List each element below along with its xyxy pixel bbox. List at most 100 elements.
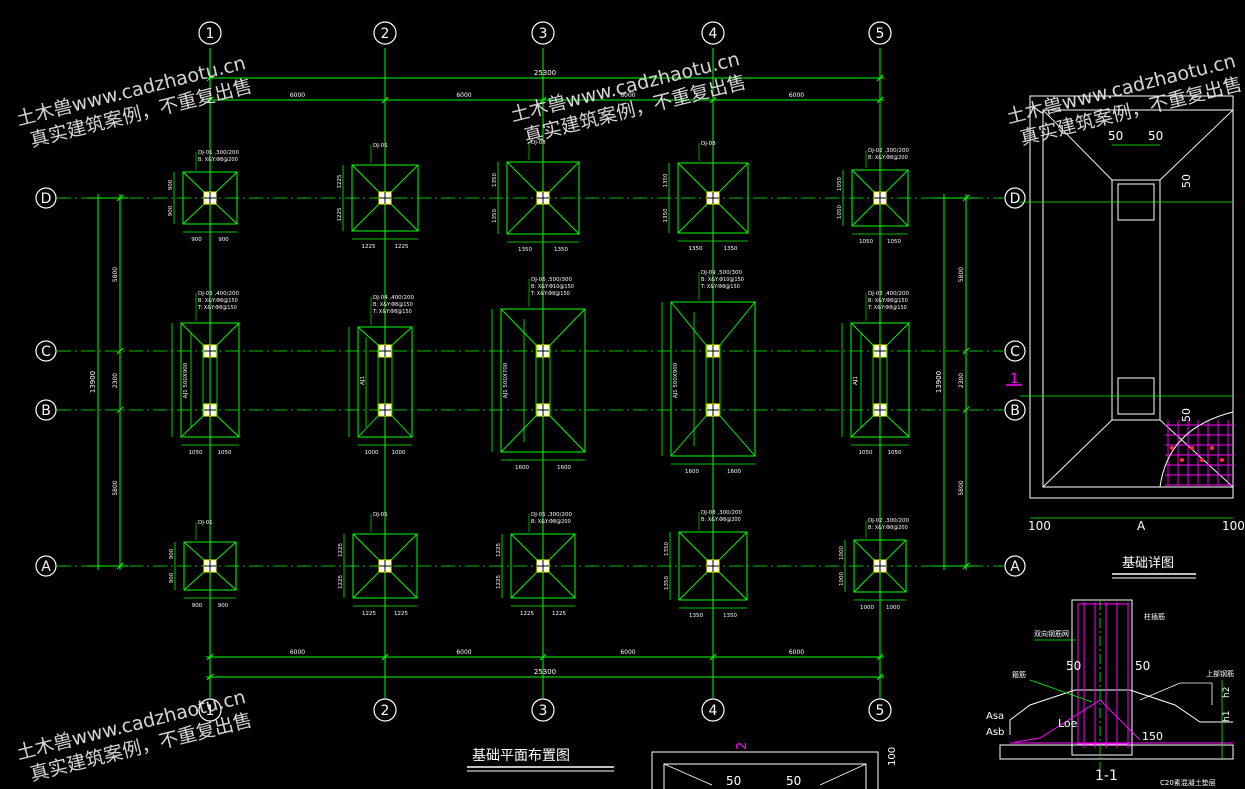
footing-side-label: AJ1 500X900 [183, 362, 189, 398]
footing-slope [885, 203, 909, 227]
footing-side-label: AJ1 500X900 [673, 362, 679, 398]
section-note: h1 [1222, 711, 1232, 722]
dim-text: 6000 [290, 92, 305, 99]
dim-text: 1050 [859, 239, 873, 245]
footing-slope [885, 571, 907, 593]
dim-text: 1225 [496, 575, 502, 589]
footing-slope [351, 164, 380, 193]
footing-slope [357, 326, 379, 346]
section-note: h2 [1222, 687, 1232, 698]
section-note: 柱插筋 [1144, 612, 1165, 621]
footing-slope [719, 301, 756, 346]
dim-text: 5800 [112, 267, 119, 282]
dim-text: 1225 [394, 611, 408, 617]
footing-tag: DJ-08 [701, 141, 716, 147]
footing-slope [390, 164, 419, 193]
footing-outline [352, 533, 418, 599]
dim-text: 1350 [664, 576, 670, 590]
axis-bubble [1004, 187, 1026, 209]
axis-bubble [701, 698, 725, 722]
footing-tag: DJ-08 ,300/200 [701, 510, 742, 516]
dim-tick [206, 96, 214, 104]
section-note: 上部钢筋 [1206, 669, 1234, 678]
dim-text: 1350 [724, 246, 738, 252]
footing-slope [500, 415, 537, 453]
dim-text: 1225 [338, 575, 344, 589]
section-note: Asa [986, 711, 1004, 722]
detail-inner [1042, 109, 1234, 488]
dim-tick [381, 96, 389, 104]
footing-tag: T: X&Y:Φ8@150 [530, 291, 570, 297]
detail-dim: 50 [1108, 129, 1123, 143]
footing-slope [180, 322, 204, 346]
dim-text: 1225 [395, 244, 409, 250]
footing-slope [352, 533, 380, 561]
detail-slope [1042, 109, 1113, 181]
rebar-dot [1220, 458, 1224, 462]
footing-tag: DJ-02 ,300/200 [868, 148, 909, 154]
dim-text: 1600 [515, 465, 529, 471]
footing-slope [183, 571, 205, 591]
footing-outline [850, 322, 910, 438]
section-note: 箍筋 [1012, 670, 1026, 679]
axis-bubble [531, 698, 555, 722]
footing-slope [886, 322, 910, 346]
rebar-dot [1190, 446, 1194, 450]
footing-outline [851, 169, 909, 227]
footing-tag: DJ-01 [198, 520, 213, 526]
dim-text: 1350 [664, 542, 670, 556]
dim-tick [876, 653, 884, 661]
dim-text: 1050 [837, 205, 843, 219]
dim-text: 1350 [689, 246, 703, 252]
dim-text: 1000 [392, 450, 406, 456]
detail-outer [1029, 95, 1234, 499]
footing-slope [510, 571, 538, 599]
footing-tag: B: X&Y:Φ8@150 [198, 298, 238, 304]
dim-text: 1225 [362, 244, 376, 250]
dim-tick [206, 653, 214, 661]
dim-text: 2300 [112, 373, 119, 388]
footing-tag: B: X&Y:Φ8@200 [868, 155, 908, 161]
dim-text: 1000 [365, 450, 379, 456]
rebar-dot [1210, 446, 1214, 450]
detail-cut-arc [1159, 411, 1234, 488]
footing-outline [670, 301, 756, 457]
footing-slope [549, 308, 586, 346]
axis-label: B [1010, 403, 1020, 419]
footing-slope [352, 571, 380, 599]
footing-outline [357, 326, 413, 438]
detail-slope [1159, 109, 1234, 181]
footing-side-label: AJ1 500X700 [503, 362, 509, 398]
footing-tag: DJ-05 ,300/200 [531, 512, 572, 518]
detail-dim: 100 [1222, 519, 1245, 533]
dim-text: 5800 [958, 267, 965, 282]
axis-bubble [198, 21, 222, 45]
dim-tick [539, 653, 547, 661]
footing-slope [183, 541, 205, 561]
axis-label: 5 [876, 26, 885, 42]
footing-tag: DJ-03 ,400/200 [868, 291, 909, 297]
dim-text: 6000 [789, 92, 804, 99]
detail-pier [1111, 179, 1161, 421]
footing-slope [215, 541, 237, 561]
footing-side-label: AJ1 [360, 376, 366, 385]
dim-text: 1350 [723, 613, 737, 619]
dim-text: 900 [169, 548, 175, 559]
axis-label: 2 [381, 26, 390, 42]
dim-text: 1050 [859, 450, 873, 456]
footing-slope [678, 571, 708, 601]
dim-text: 1350 [554, 247, 568, 253]
dim-text: 900 [218, 603, 229, 609]
dim-text: 1225 [362, 611, 376, 617]
footing-slope [510, 533, 538, 561]
dim-text: 1350 [689, 613, 703, 619]
footing-tag: DJ-08 [531, 140, 546, 146]
axis-label: D [41, 191, 52, 207]
footing-slope [719, 415, 756, 457]
axis-bubble [868, 21, 892, 45]
axis-label: A [1010, 559, 1020, 575]
dim-text: 1050 [837, 177, 843, 191]
dim-text: 900 [168, 205, 174, 216]
dim-tick [709, 96, 717, 104]
